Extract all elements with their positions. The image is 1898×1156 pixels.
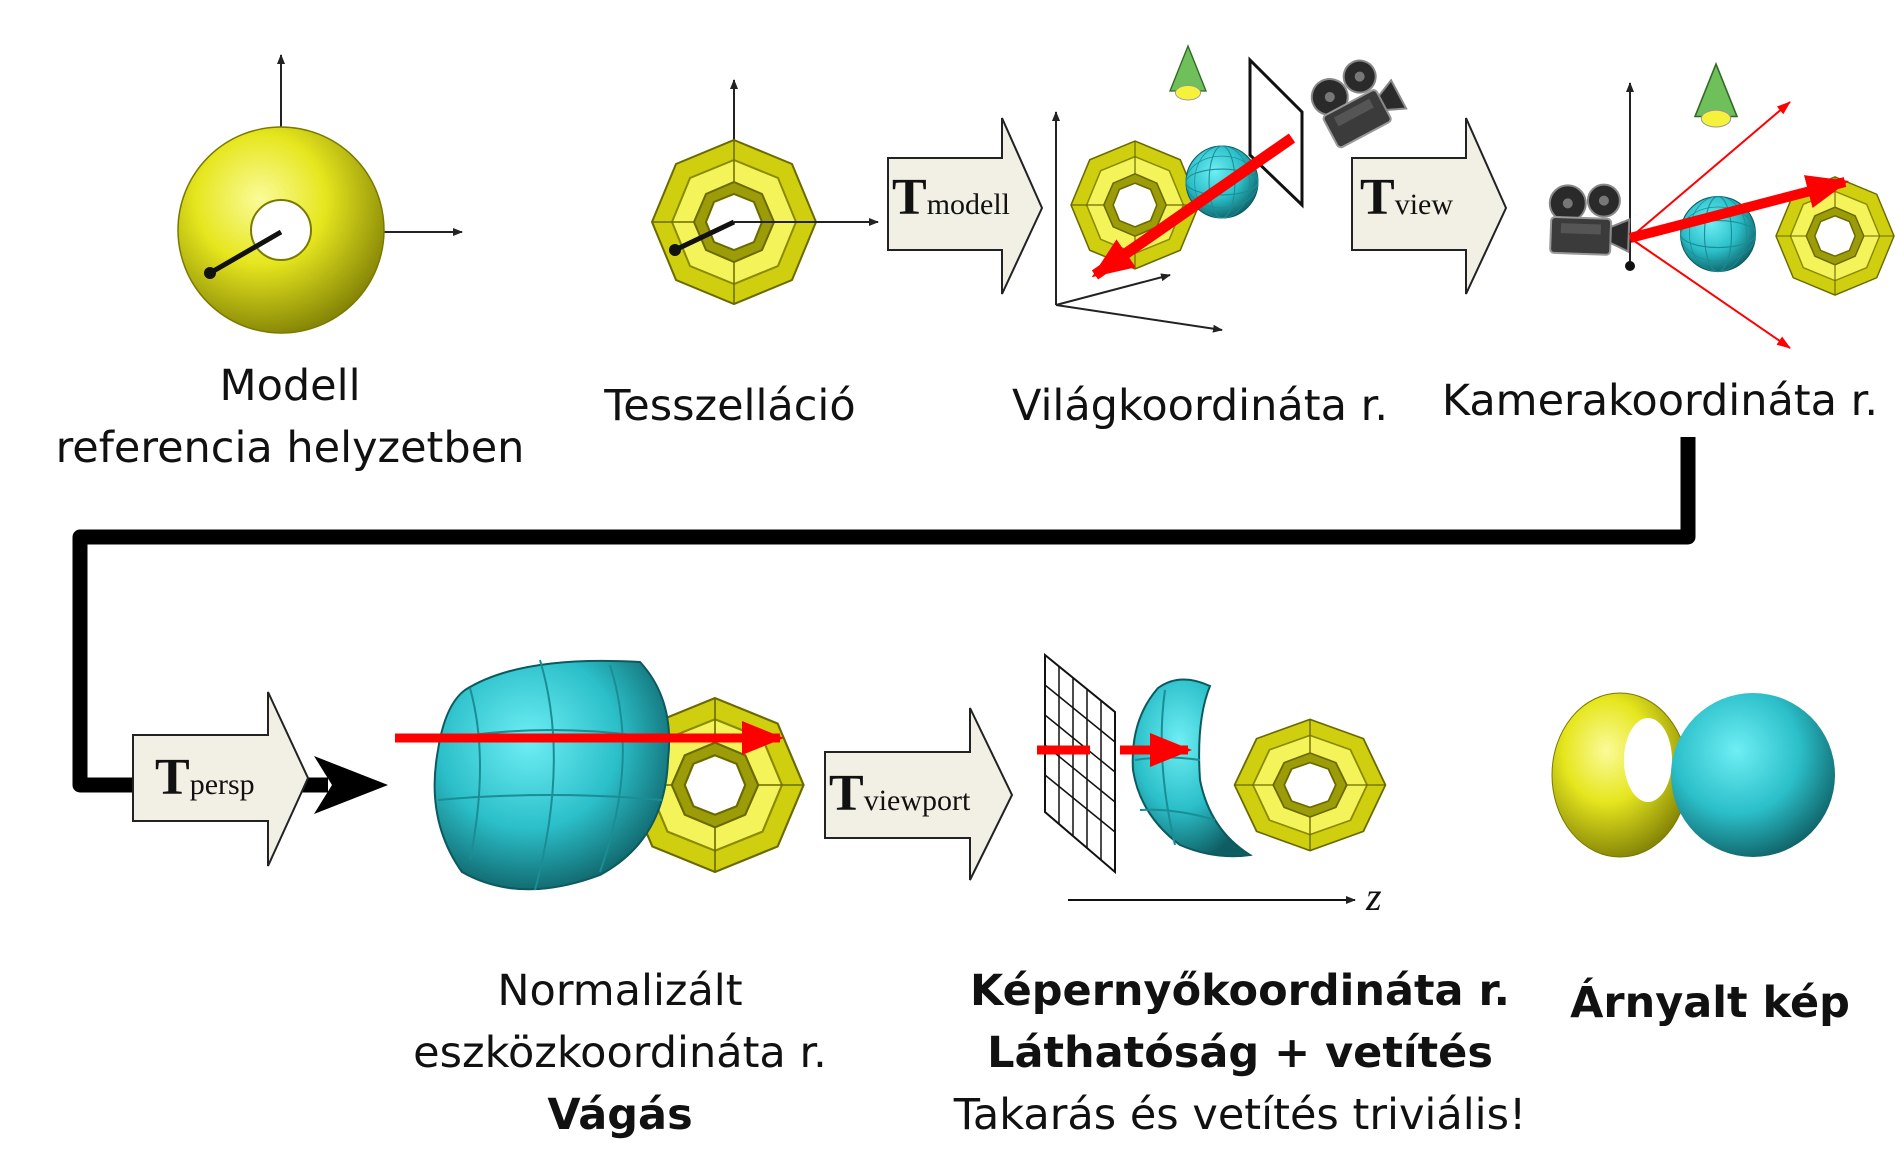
- stage-modell-line1: Modell: [219, 361, 361, 411]
- stage-normalizalt-line2: eszközkoordináta r.: [413, 1028, 827, 1078]
- transform-arrow-modell: [887, 117, 1044, 295]
- transform-label-viewport: Tviewport: [829, 764, 970, 831]
- sphere-icon: [1671, 693, 1835, 857]
- transform-label-modell: Tmodell: [892, 168, 1010, 235]
- stage-normalizalt-line3: Vágás: [547, 1090, 693, 1140]
- transform-symbol: T: [829, 765, 864, 822]
- light-cone-icon: [1694, 63, 1738, 128]
- stage-kepernyo-graphic: [1037, 652, 1387, 904]
- transform-label-persp: Tpersp: [155, 748, 255, 815]
- stage-kepernyo-label: Képernyőkoordináta r. Láthatóság + vetít…: [930, 960, 1550, 1146]
- stage-modell-graphic: [177, 54, 463, 334]
- stage-tessellacio-graphic: [651, 79, 879, 305]
- stage-normalizalt-label: Normalizált eszközkoordináta r. Vágás: [400, 960, 840, 1146]
- stage-kepernyo-line1: Képernyőkoordináta r.: [970, 966, 1510, 1016]
- transform-subscript: viewport: [863, 784, 971, 817]
- transform-arrow-persp: [132, 691, 310, 867]
- view-ray: [1091, 133, 1296, 280]
- stage-arnyalt-graphic: [1551, 692, 1835, 858]
- stage-vilag-label: Világkoordináta r.: [1011, 381, 1389, 431]
- stage-normalizalt-graphic: [395, 659, 805, 891]
- screen-grid-icon: [1044, 652, 1116, 875]
- axis-z: [208, 229, 283, 276]
- flow-arrowhead: [314, 756, 388, 814]
- transform-arrow-viewport: [824, 707, 1014, 881]
- stage-kepernyo-line2: Láthatóság + vetítés: [987, 1028, 1493, 1078]
- camera-icon: [1303, 49, 1409, 151]
- stage-arnyalt-label: Árnyalt kép: [1570, 978, 1850, 1028]
- z-axis-label: z: [1366, 874, 1382, 919]
- stage-kepernyo-line3: Takarás és vetítés triviális!: [953, 1090, 1527, 1140]
- transform-symbol: T: [155, 749, 190, 806]
- camera-icon: [1547, 181, 1632, 257]
- transform-subscript: persp: [189, 768, 255, 801]
- stage-normalizalt-line1: Normalizált: [497, 966, 743, 1016]
- torus-icon: [1551, 692, 1689, 858]
- transform-arrow-view: [1351, 117, 1508, 295]
- transform-subscript: view: [1394, 188, 1454, 221]
- octagon-torus-icon: [1233, 718, 1387, 852]
- transform-symbol: T: [1360, 169, 1395, 226]
- transform-subscript: modell: [926, 188, 1011, 221]
- light-cone-icon: [1169, 45, 1207, 101]
- sphere-icon: [433, 659, 671, 891]
- stage-modell-line2: referencia helyzetben: [55, 423, 525, 473]
- stage-modell-label: Modell referencia helyzetben: [40, 355, 540, 479]
- transform-label-view: Tview: [1360, 168, 1453, 235]
- stage-kamera-label: Kamerakoordináta r.: [1441, 376, 1879, 426]
- torus-icon: [177, 126, 385, 334]
- flow-connector: [72, 437, 1696, 793]
- sphere-icon: [1131, 678, 1253, 858]
- stage-vilag-graphic: [1052, 45, 1409, 333]
- view-plane-icon: [1248, 56, 1304, 209]
- stage-tessellacio-label: Tesszelláció: [604, 381, 856, 431]
- stage-kamera-graphic: [1547, 63, 1895, 349]
- transform-symbol: T: [892, 169, 927, 226]
